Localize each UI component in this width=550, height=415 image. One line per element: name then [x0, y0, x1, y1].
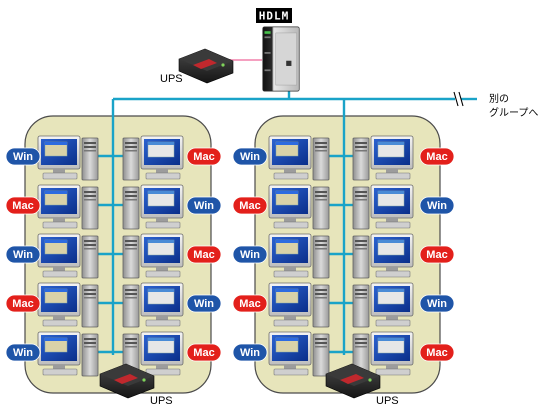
os-badge-label: Win — [427, 200, 447, 212]
os-badge-label: Win — [13, 347, 33, 359]
win-os-badge: Win — [232, 245, 268, 264]
group-left-ups-label: UPS — [150, 395, 173, 407]
server-ups-label: UPS — [160, 73, 183, 85]
mac-os-badge: Mac — [419, 245, 455, 264]
os-badge-label: Mac — [426, 249, 447, 261]
client-computer — [122, 135, 184, 181]
computer-icon — [268, 331, 330, 377]
os-badge-label: Mac — [12, 298, 33, 310]
client-computer — [268, 233, 330, 279]
os-badge-label: Mac — [426, 151, 447, 163]
mac-os-badge: Mac — [5, 196, 41, 215]
client-computer — [122, 282, 184, 328]
computer-icon — [352, 233, 414, 279]
computer-icon — [352, 135, 414, 181]
win-os-badge: Win — [232, 147, 268, 166]
mac-os-badge: Mac — [419, 147, 455, 166]
win-os-badge: Win — [419, 196, 455, 215]
computer-icon — [268, 184, 330, 230]
client-computer — [37, 331, 99, 377]
win-os-badge: Win — [5, 343, 41, 362]
ups-icon — [178, 48, 234, 84]
computer-icon — [122, 184, 184, 230]
win-os-badge: Win — [186, 196, 222, 215]
client-computer — [37, 282, 99, 328]
group-right-ups: UPS — [325, 363, 399, 407]
client-computer — [122, 184, 184, 230]
win-os-badge: Win — [5, 147, 41, 166]
os-badge-label: Mac — [193, 347, 214, 359]
computer-icon — [37, 135, 99, 181]
win-os-badge: Win — [5, 245, 41, 264]
os-badge-label: Win — [13, 249, 33, 261]
server-icon — [262, 26, 300, 92]
os-badge-label: Win — [240, 249, 260, 261]
other-group-label-line1: 別の — [489, 93, 509, 105]
os-badge-label: Mac — [426, 347, 447, 359]
client-computer — [37, 184, 99, 230]
os-badge-label: Win — [240, 347, 260, 359]
os-badge-label: Win — [427, 298, 447, 310]
os-badge-label: Win — [240, 151, 260, 163]
client-computer — [37, 135, 99, 181]
mac-os-badge: Mac — [232, 294, 268, 313]
computer-icon — [268, 135, 330, 181]
os-badge-label: Mac — [12, 200, 33, 212]
client-computer — [352, 184, 414, 230]
os-badge-label: Win — [194, 200, 214, 212]
computer-icon — [352, 184, 414, 230]
hdlm-logo-text: HDLM — [259, 10, 290, 23]
computer-icon — [37, 331, 99, 377]
computer-icon — [268, 282, 330, 328]
os-badge-label: Mac — [193, 151, 214, 163]
os-badge-label: Mac — [239, 298, 260, 310]
os-badge-label: Win — [13, 151, 33, 163]
hdlm-logo — [256, 8, 292, 23]
client-computer — [268, 135, 330, 181]
mac-os-badge: Mac — [186, 147, 222, 166]
group-left-ups: UPS — [99, 363, 173, 407]
network-lines — [111, 84, 477, 355]
win-os-badge: Win — [186, 294, 222, 313]
client-computer — [352, 282, 414, 328]
client-computer — [268, 184, 330, 230]
computer-icon — [37, 282, 99, 328]
os-badge-label: Win — [194, 298, 214, 310]
server-ups: UPS — [160, 48, 234, 85]
client-computer — [37, 233, 99, 279]
mac-os-badge: Mac — [419, 343, 455, 362]
group-right-ups-label: UPS — [376, 395, 399, 407]
computer-icon — [37, 233, 99, 279]
os-badge-label: Mac — [193, 249, 214, 261]
win-os-badge: Win — [419, 294, 455, 313]
client-computer — [268, 282, 330, 328]
computer-icon — [122, 135, 184, 181]
computer-icon — [122, 282, 184, 328]
backbone-break — [453, 91, 464, 107]
computer-icon — [352, 282, 414, 328]
client-computer — [352, 233, 414, 279]
client-computer — [122, 233, 184, 279]
mac-os-badge: Mac — [186, 343, 222, 362]
client-computer — [268, 331, 330, 377]
client-computer — [352, 135, 414, 181]
hdlm-server: HDLM — [256, 8, 300, 92]
mac-os-badge: Mac — [232, 196, 268, 215]
computer-icon — [37, 184, 99, 230]
mac-os-badge: Mac — [5, 294, 41, 313]
computer-icon — [268, 233, 330, 279]
win-os-badge: Win — [232, 343, 268, 362]
other-group-label-line2: グループへ — [489, 106, 538, 119]
mac-os-badge: Mac — [186, 245, 222, 264]
computer-icon — [122, 233, 184, 279]
os-badge-label: Mac — [239, 200, 260, 212]
